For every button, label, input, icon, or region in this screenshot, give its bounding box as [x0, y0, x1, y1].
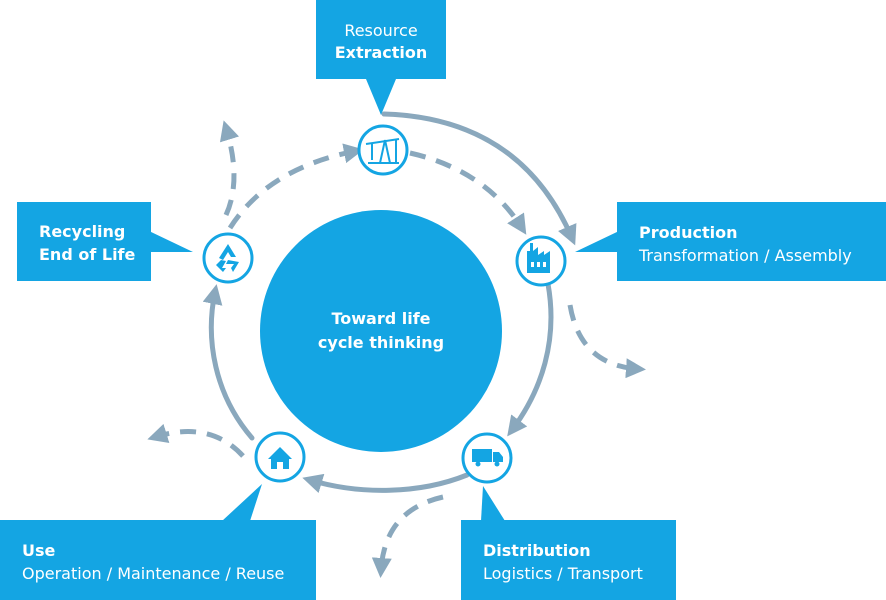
recycling-title: Recycling	[39, 222, 126, 241]
use-subtitle: Operation / Maintenance / Reuse	[22, 564, 285, 583]
use-box: Use Operation / Maintenance / Reuse	[0, 520, 316, 600]
center-label-line1: Toward life	[331, 309, 431, 328]
use-title: Use	[22, 541, 56, 560]
recycling-box: Recycling End of Life	[17, 202, 151, 281]
arrow-production-to-distribution	[507, 281, 554, 437]
production-subtitle: Transformation / Assembly	[639, 246, 852, 265]
recycling-subtitle: End of Life	[39, 245, 136, 264]
recycle-icon	[202, 232, 254, 284]
truck-icon	[461, 432, 513, 484]
arrow-production-outflow	[567, 304, 646, 379]
arrow-use-to-recycling	[202, 284, 255, 441]
resource-extraction-box: Resource Extraction	[316, 0, 446, 79]
resource-extraction-label-2: Extraction	[334, 43, 428, 62]
center-label-line2: cycle thinking	[317, 333, 445, 352]
production-title: Production	[639, 223, 738, 242]
center-label: Toward life cycle thinking	[261, 216, 501, 446]
house-icon	[254, 431, 306, 483]
production-box: Production Transformation / Assembly	[617, 202, 886, 281]
arrow-extraction-to-production-dashed	[409, 150, 527, 235]
arrow-extraction-to-production	[381, 111, 577, 246]
distribution-title: Distribution	[483, 541, 591, 560]
center-circle	[260, 210, 502, 452]
arrow-recycling-outflow	[219, 120, 240, 217]
use-pointer	[222, 484, 262, 521]
factory-icon	[515, 235, 567, 287]
arrow-use-outflow	[147, 423, 245, 458]
production-pointer	[575, 231, 619, 252]
distribution-subtitle: Logistics / Transport	[483, 564, 643, 583]
recycling-pointer	[149, 231, 193, 252]
oil-pump-icon	[357, 124, 409, 176]
arrow-distribution-outflow	[371, 494, 444, 578]
distribution-pointer	[481, 486, 505, 521]
distribution-box: Distribution Logistics / Transport	[461, 520, 676, 600]
resource-extraction-label-1: Resource	[344, 21, 418, 40]
resource-pointer	[366, 79, 396, 115]
arrow-distribution-to-use	[302, 472, 470, 494]
